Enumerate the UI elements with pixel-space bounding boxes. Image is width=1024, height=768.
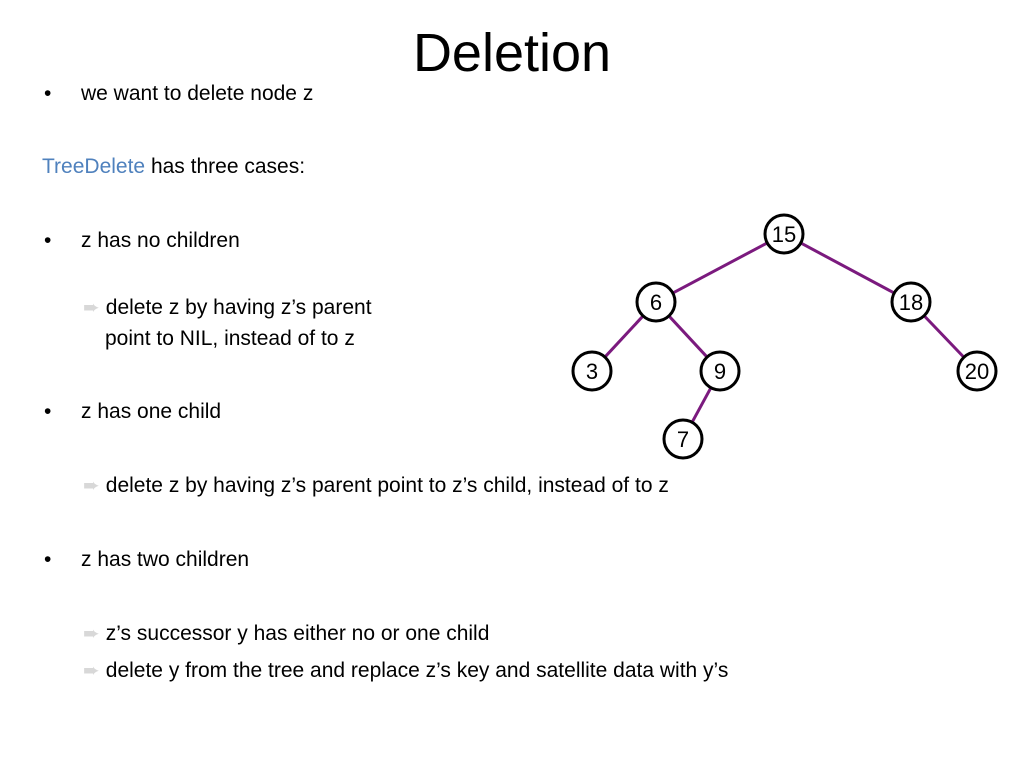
tree-edge-15-18 [800, 241, 895, 295]
arrow-icon: ➨ [83, 660, 100, 682]
case-no-children: z has no children [81, 229, 240, 252]
two-children-detail-2: ➨delete y from the tree and replace z’s … [83, 657, 728, 685]
tree-node-circle [662, 418, 704, 460]
tree-node-18: 18 [890, 281, 932, 323]
tree-node-9: 9 [699, 350, 741, 392]
tree-node-7: 7 [662, 418, 704, 460]
two-children-detail-1-text: z’s successor y has either no or one chi… [105, 622, 490, 645]
bullet-glyph: • [44, 548, 52, 571]
tree-edge-6-3 [603, 314, 645, 359]
no-children-detail-line2: point to NIL, instead of to z [105, 327, 355, 350]
arrow-icon: ➨ [83, 297, 100, 319]
tree-edge-18-20 [923, 314, 965, 359]
two-children-detail-1: ➨z’s successor y has either no or one ch… [83, 620, 489, 648]
tree-node-key: 6 [650, 290, 662, 315]
tree-node-key: 20 [965, 359, 989, 384]
slide-title: Deletion [412, 23, 612, 83]
tree-node-circle [635, 281, 677, 323]
one-child-detail: ➨delete z by having z’s parent point to … [83, 472, 669, 500]
tree-edge-9-7 [690, 386, 713, 424]
tree-node-15: 15 [763, 213, 805, 255]
bullet-want-delete: we want to delete node z [81, 82, 314, 105]
case-one-child: z has one child [81, 400, 222, 423]
tree-node-circle [890, 281, 932, 323]
tree-node-20: 20 [956, 350, 998, 392]
bullet-glyph: • [44, 229, 52, 252]
tree-nodes: 15 6 18 3 9 20 7 [571, 213, 998, 460]
tree-node-circle [571, 350, 613, 392]
tree-edge-15-6 [672, 241, 768, 295]
treedelete-line: TreeDelete has three cases: [42, 153, 305, 181]
one-child-detail-text: delete z by having z’s parent point to z… [105, 474, 669, 497]
tree-edges [603, 241, 965, 424]
tree-node-key: 15 [772, 222, 796, 247]
bullet-glyph: • [44, 82, 52, 105]
no-children-detail-line1: delete z by having z’s parent [105, 296, 372, 319]
tree-node-3: 3 [571, 350, 613, 392]
case-two-children: z has two children [81, 548, 250, 571]
two-children-detail-2-text: delete y from the tree and replace z’s k… [105, 659, 729, 682]
tree-node-6: 6 [635, 281, 677, 323]
arrow-icon: ➨ [83, 623, 100, 645]
bullet-glyph: • [44, 400, 52, 423]
tree-node-circle [699, 350, 741, 392]
tree-edge-6-9 [667, 314, 709, 359]
treedelete-keyword: TreeDelete [42, 155, 146, 178]
tree-node-circle [956, 350, 998, 392]
tree-node-key: 9 [714, 359, 726, 384]
tree-node-key: 7 [677, 427, 689, 452]
tree-node-key: 18 [899, 290, 923, 315]
no-children-detail: ➨delete z by having z’s parent [83, 294, 372, 322]
treedelete-rest: has three cases: [145, 155, 306, 178]
arrow-icon: ➨ [83, 475, 100, 497]
tree-node-circle [763, 213, 805, 255]
tree-node-key: 3 [586, 359, 598, 384]
